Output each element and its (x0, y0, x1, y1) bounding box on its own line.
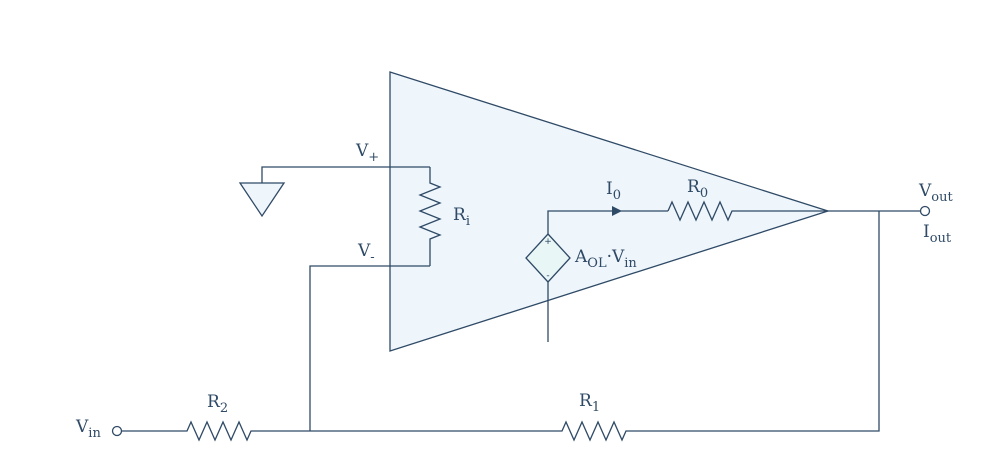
dependent-source-icon (525, 233, 571, 283)
label-source: AOL·Vin (574, 247, 637, 271)
resistor-r2 (122, 420, 310, 442)
label-v-plus: V+ (355, 141, 379, 165)
current-arrow-icon (612, 206, 622, 216)
resistor-ri (418, 167, 442, 266)
label-v-in: Vin (75, 417, 101, 441)
wire-vminus (309, 265, 430, 431)
source-minus-sign: - (546, 271, 549, 281)
source-plus-sign: + (544, 237, 552, 247)
vout-terminal (919, 205, 931, 217)
label-i-0: I0 (606, 179, 621, 203)
vin-terminal (111, 425, 123, 437)
label-r-2: R2 (207, 392, 228, 416)
label-r-i: Ri (453, 205, 470, 229)
label-r-0: R0 (687, 177, 708, 201)
label-i-out: Iout (923, 222, 952, 246)
resistor-r1 (310, 211, 880, 442)
resistor-r0 (667, 200, 828, 222)
label-r-1: R1 (579, 391, 600, 415)
label-v-out: Vout (918, 181, 953, 205)
ground-icon (238, 166, 430, 218)
wire-internal-top (547, 210, 668, 234)
label-v-minus: V- (357, 241, 375, 265)
